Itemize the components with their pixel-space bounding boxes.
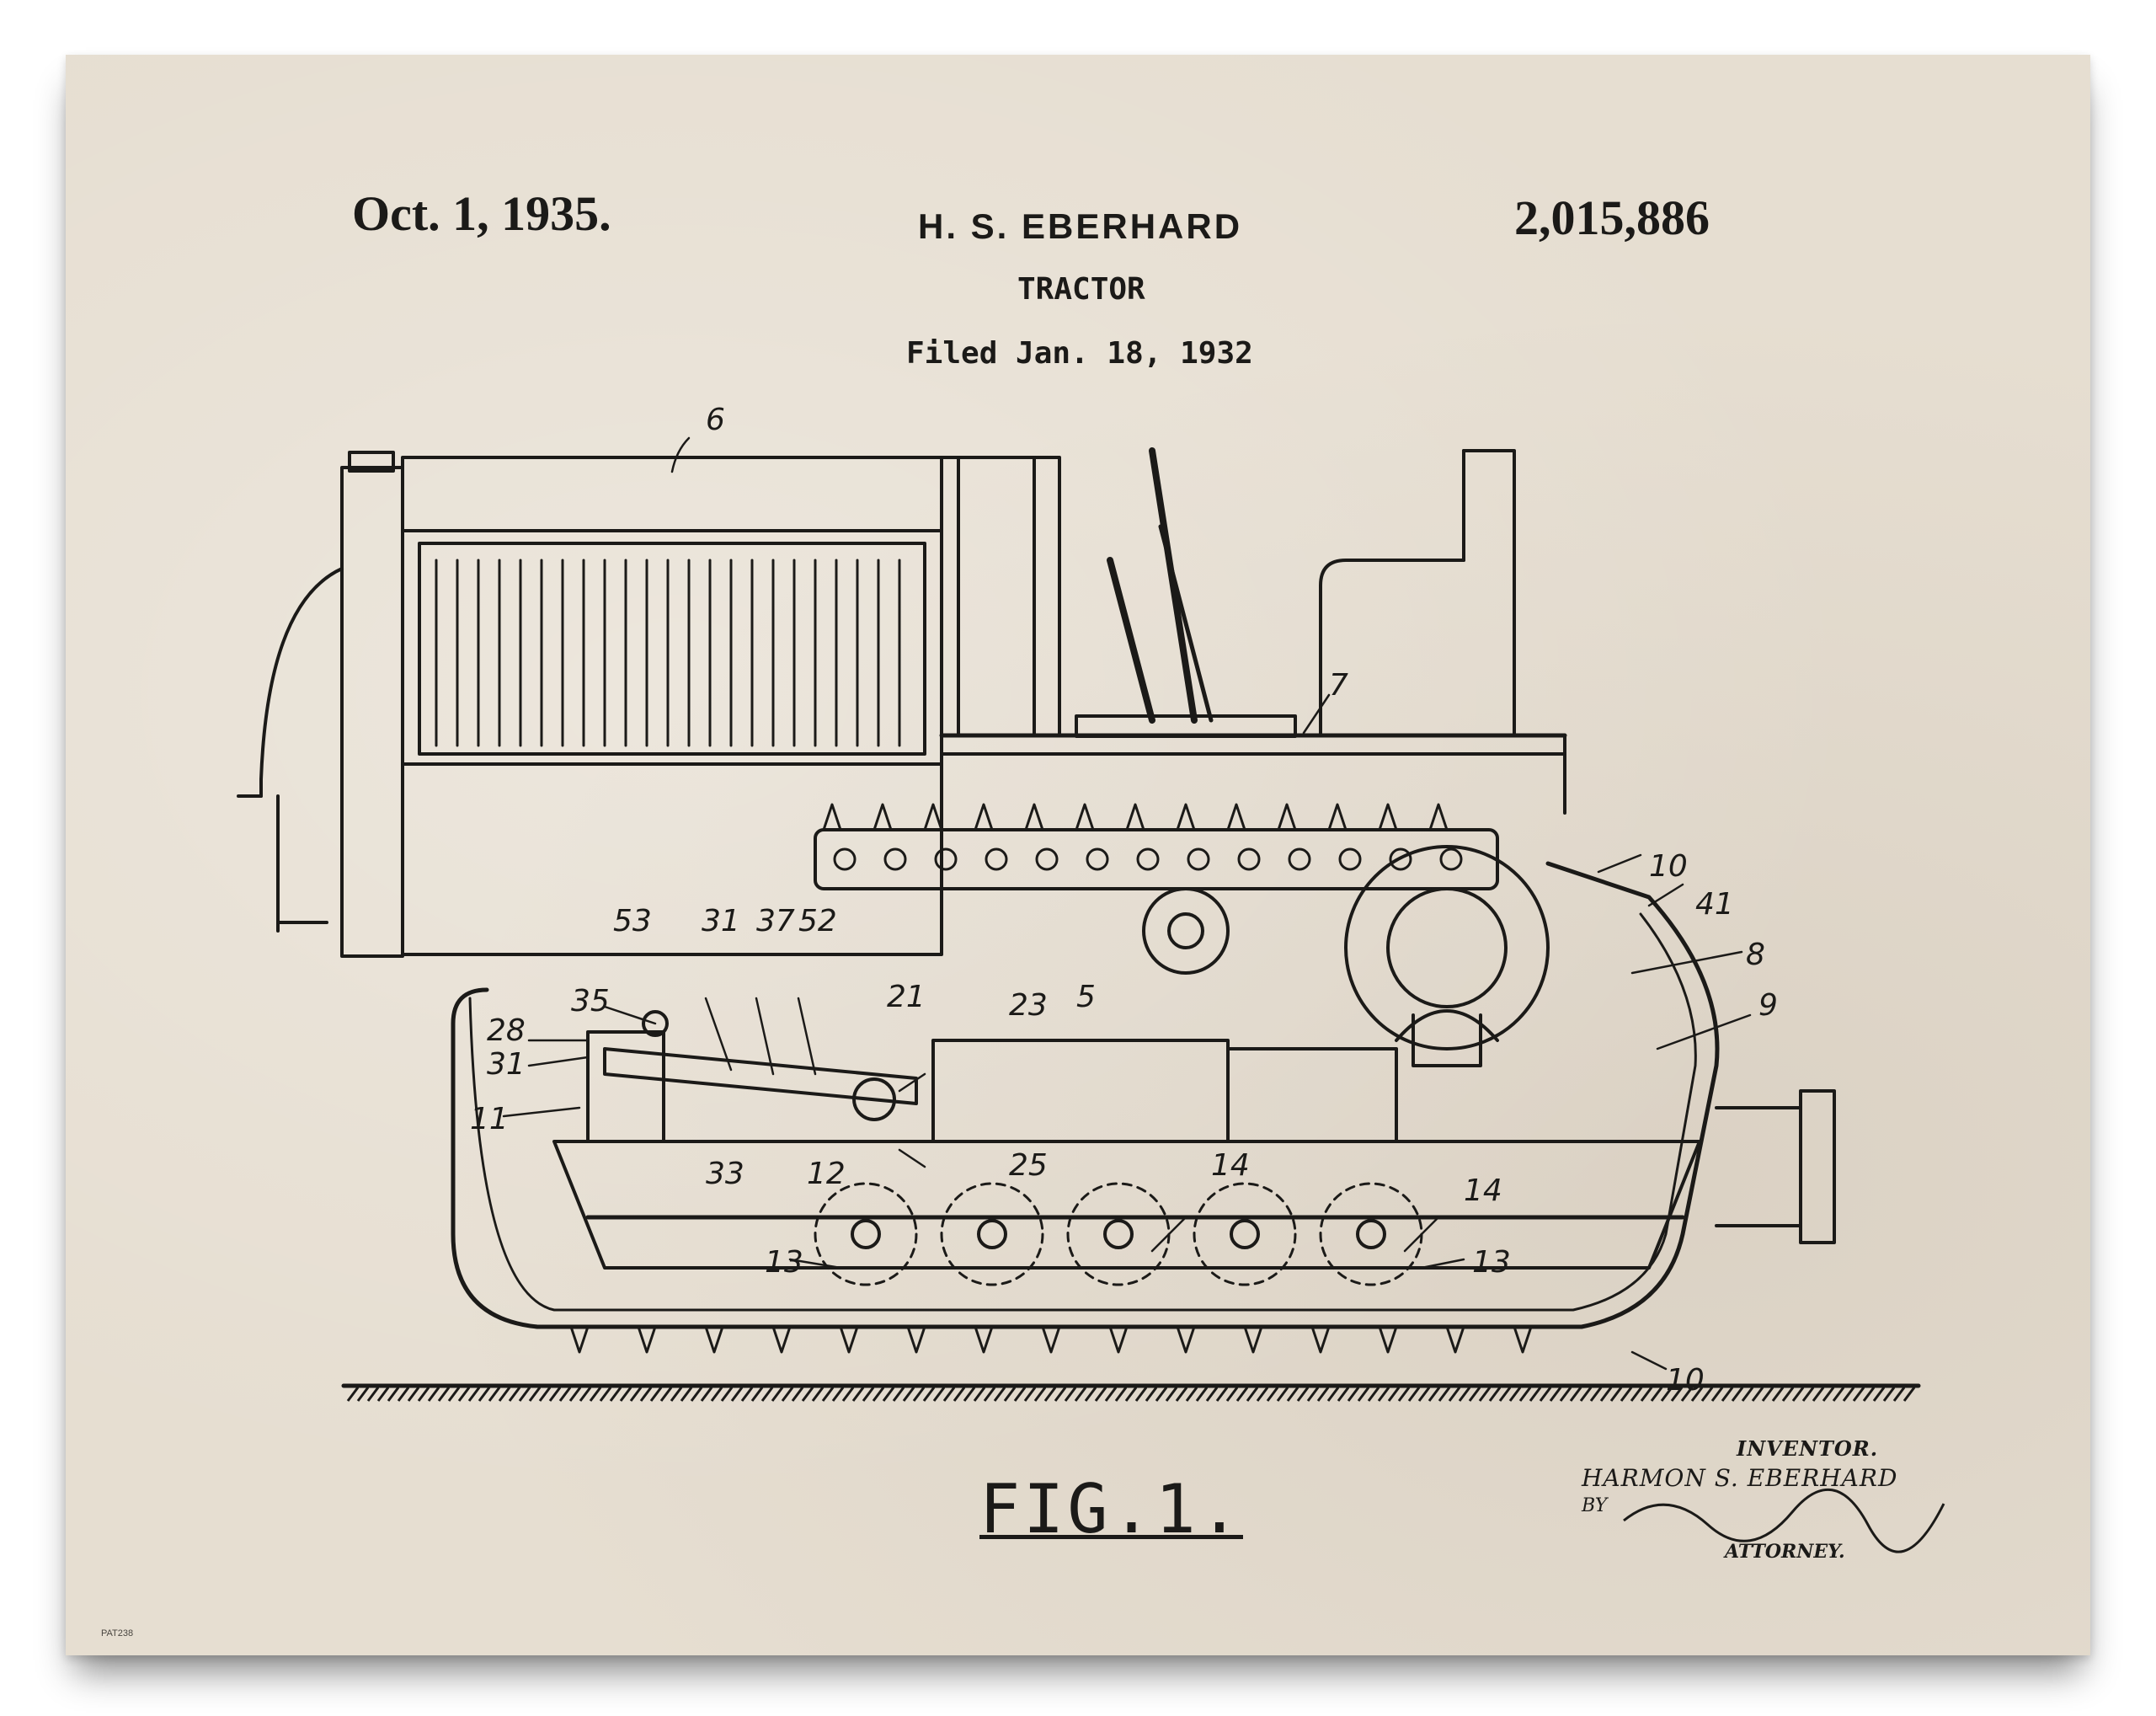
drawbar-hitch: [1715, 1106, 1802, 1227]
svg-text:13: 13: [1472, 1245, 1511, 1280]
carrier-roller: [1142, 887, 1230, 975]
svg-text:53: 53: [613, 904, 652, 938]
track-grousers-lower: [569, 1325, 1533, 1354]
svg-text:31: 31: [487, 1047, 526, 1082]
patent-number: 2,015,886: [1514, 190, 1710, 245]
transmission-housing: [1075, 714, 1297, 738]
attorney-label: ATTORNEY.: [1725, 1541, 1845, 1563]
svg-text:37: 37: [756, 904, 795, 938]
reference-numerals: 6 7 10 41 8 9 53 31 37 52 35 28 31 11 21…: [470, 403, 1778, 1398]
inventor-label: INVENTOR.: [1737, 1436, 1879, 1461]
attorney-signature-scribble: [1623, 1488, 1945, 1553]
patent-title: TRACTOR: [1017, 272, 1145, 307]
filed-date: Filed Jan. 18, 1932: [906, 336, 1253, 371]
spring-pivot: [852, 1077, 896, 1121]
svg-text:13: 13: [765, 1245, 803, 1280]
patent-sheet: Oct. 1, 1935. H. S. EBERHARD 2,015,886 T…: [66, 55, 2090, 1655]
svg-text:5: 5: [1076, 980, 1096, 1014]
inventor-signature-name: HARMON S. EBERHARD: [1582, 1464, 1898, 1492]
tractor-drawing: 6 7 10 41 8 9 53 31 37 52 35 28 31 11 21…: [237, 403, 1945, 1553]
roller-hubs: [851, 1219, 1386, 1249]
by-label: BY: [1582, 1495, 1608, 1516]
svg-text:14: 14: [1211, 1148, 1250, 1183]
svg-text:41: 41: [1695, 887, 1734, 922]
svg-text:31: 31: [702, 904, 740, 938]
control-lever-2: [1149, 447, 1198, 724]
track-links-upper: [833, 847, 1463, 871]
control-lever-1: [1107, 557, 1155, 724]
radiator-front: [340, 466, 404, 958]
svg-text:6: 6: [706, 403, 725, 437]
svg-text:25: 25: [1009, 1148, 1048, 1183]
svg-text:14: 14: [1464, 1173, 1502, 1208]
svg-text:8: 8: [1746, 938, 1765, 972]
svg-text:7: 7: [1329, 668, 1348, 703]
inventor-name-header: H. S. EBERHARD: [918, 206, 1243, 246]
leaf-spring: [603, 1047, 918, 1105]
svg-text:33: 33: [706, 1157, 744, 1191]
front-idler-bracket: [586, 1030, 665, 1143]
patent-date: Oct. 1, 1935.: [352, 186, 611, 241]
track-grousers-upper: [822, 803, 1449, 831]
print-code: PAT238: [101, 1628, 134, 1638]
svg-text:23: 23: [1009, 988, 1048, 1023]
svg-text:28: 28: [487, 1013, 526, 1048]
svg-text:11: 11: [470, 1102, 509, 1136]
ground-hatch: [346, 1387, 1916, 1402]
svg-text:12: 12: [807, 1157, 846, 1191]
hood-louver-panel: [418, 542, 926, 756]
svg-text:10: 10: [1649, 849, 1688, 884]
track-loop: [451, 861, 1720, 1329]
engine-block-lower: [931, 1039, 1230, 1143]
figure-label: FIG.1.: [979, 1470, 1243, 1548]
svg-text:21: 21: [887, 980, 926, 1014]
leader-lines: [502, 436, 1752, 1371]
seat: [1319, 449, 1516, 737]
hood-louvers: [435, 559, 901, 747]
front-grille-curve: [259, 567, 344, 798]
svg-text:9: 9: [1758, 988, 1778, 1023]
drive-sprocket: [1344, 845, 1550, 1050]
svg-text:35: 35: [571, 984, 610, 1018]
svg-text:52: 52: [798, 904, 837, 938]
radiator-cap: [348, 451, 395, 473]
